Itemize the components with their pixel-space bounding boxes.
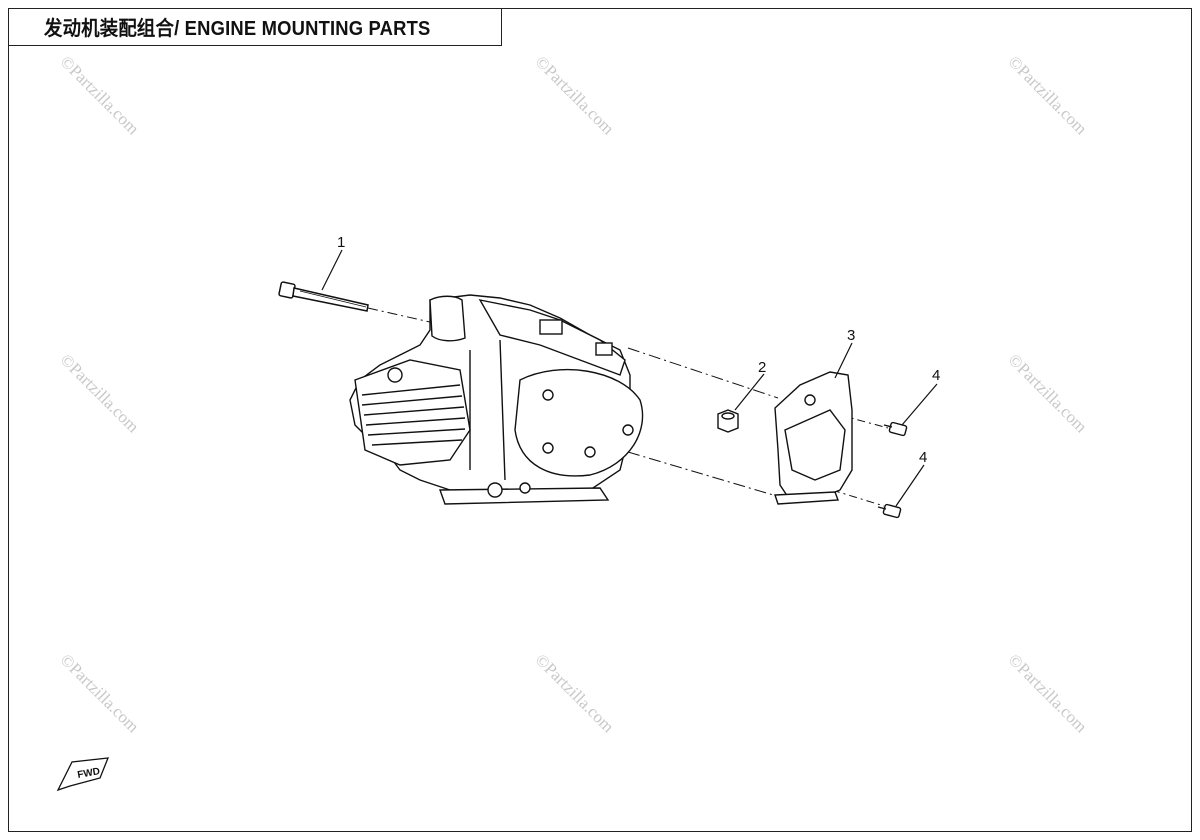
callout-leader: [895, 464, 925, 507]
engine-assembly: [349, 294, 644, 505]
title-box: 发动机装配组合/ ENGINE MOUNTING PARTS: [8, 8, 502, 46]
callout-4-lower: 4: [919, 449, 927, 466]
callout-1: 1: [337, 234, 345, 251]
callout-leader: [321, 249, 343, 291]
part-1-mounting-bolt[interactable]: [278, 281, 369, 312]
leader-line: [367, 307, 453, 328]
part-3-sprocket-cover[interactable]: [774, 371, 853, 505]
callout-3: 3: [847, 327, 855, 344]
leader-line: [627, 347, 779, 399]
callout-leader: [834, 342, 853, 379]
drawing-frame: [8, 8, 1192, 832]
leader-line: [839, 414, 889, 429]
leader-line: [627, 451, 781, 498]
callout-leader: [734, 373, 765, 411]
part-2-nut[interactable]: [717, 409, 739, 433]
part-4-bolt-lower[interactable]: [877, 503, 902, 519]
callout-2: 2: [758, 359, 766, 376]
part-4-bolt-upper[interactable]: [883, 421, 908, 437]
fwd-label: FWD: [77, 766, 101, 781]
leader-line: [831, 489, 885, 507]
callout-4-upper: 4: [932, 367, 940, 384]
callout-leader: [901, 383, 938, 426]
fwd-arrow-icon: FWD: [56, 757, 110, 792]
page-title: 发动机装配组合/ ENGINE MOUNTING PARTS: [44, 18, 431, 40]
